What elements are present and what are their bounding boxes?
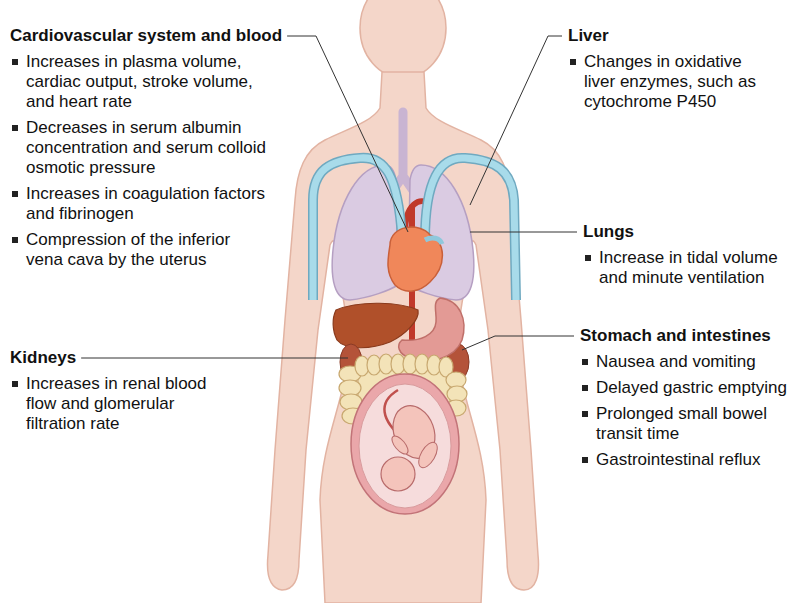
callout-group: Cardiovascular system and bloodIncreases… (10, 26, 282, 270)
bullet-item: Increases in plasma volume, cardiac outp… (10, 52, 282, 112)
organ-heading: Cardiovascular system and blood (10, 26, 282, 46)
bullet-text: Increases in renal blood flow and glomer… (26, 374, 221, 434)
amniotic-sac (359, 384, 451, 508)
bullet-text: Compression of the inferior vena cava by… (26, 230, 270, 270)
leader-line (470, 36, 562, 205)
leader-line (470, 232, 577, 233)
leader-line (81, 358, 348, 359)
bullet-text: Increases in coagulation factors and fib… (26, 184, 270, 224)
callout-group: Stomach and intestinesNausea and vomitin… (580, 326, 792, 470)
bullet-square (12, 191, 18, 197)
callout-group: LungsIncrease in tidal volume and minute… (583, 222, 784, 288)
bullet-text: Gastrointestinal reflux (596, 450, 792, 470)
bullet-text: Increase in tidal volume and minute vent… (599, 248, 784, 288)
bullet-square (585, 255, 591, 261)
uterus (351, 374, 459, 514)
organ-heading: Kidneys (10, 348, 76, 368)
left-lung (332, 165, 398, 300)
bullet-square (12, 125, 18, 131)
bullet-item: Delayed gastric emptying (580, 378, 792, 398)
callout-group: KidneysIncreases in renal blood flow and… (10, 348, 221, 434)
body-silhouette (268, 72, 539, 603)
bullet-square (12, 237, 18, 243)
bullet-item: Nausea and vomiting (580, 352, 792, 372)
fetus-arm (389, 433, 411, 456)
bullet-text: Nausea and vomiting (596, 352, 792, 372)
bullet-text: Prolonged small bowel transit time (596, 404, 792, 444)
vein-outline (313, 158, 402, 300)
bullet-square (570, 59, 576, 65)
bullet-item: Compression of the inferior vena cava by… (10, 230, 282, 270)
bullet-item: Changes in oxidative liver enzymes, such… (568, 52, 769, 112)
bullet-square (582, 457, 588, 463)
bullet-item: Prolonged small bowel transit time (580, 404, 792, 444)
bullet-text: Increases in plasma volume, cardiac outp… (26, 52, 270, 112)
bullet-text: Delayed gastric emptying (596, 378, 792, 398)
fetus-leg (415, 439, 441, 470)
bullet-item: Gastrointestinal reflux (580, 450, 792, 470)
head-shape (360, 0, 446, 78)
bullet-text: Decreases in serum albumin concentration… (26, 118, 270, 178)
stomach (399, 298, 464, 361)
organ-heading: Liver (568, 26, 609, 46)
callout-group: LiverChanges in oxidative liver enzymes,… (568, 26, 769, 112)
leader-line (462, 336, 574, 350)
leader-line (287, 36, 408, 232)
bullet-square (12, 381, 18, 387)
fetus-head (381, 457, 415, 491)
bullet-text: Changes in oxidative liver enzymes, such… (584, 52, 769, 112)
bullet-item: Increase in tidal volume and minute vent… (583, 248, 784, 288)
vein (425, 158, 516, 300)
organ-heading: Stomach and intestines (580, 326, 771, 346)
bullet-square (582, 411, 588, 417)
heart-vessel (425, 238, 442, 244)
bullet-item: Increases in coagulation factors and fib… (10, 184, 282, 224)
bullet-square (12, 59, 18, 65)
organ-heading: Lungs (583, 222, 634, 242)
bullet-item: Decreases in serum albumin concentration… (10, 118, 282, 178)
bullet-square (582, 359, 588, 365)
vein-outline (425, 158, 516, 300)
bullet-square (582, 385, 588, 391)
vein (313, 158, 402, 300)
heart (388, 227, 442, 291)
bullet-item: Increases in renal blood flow and glomer… (10, 374, 221, 434)
